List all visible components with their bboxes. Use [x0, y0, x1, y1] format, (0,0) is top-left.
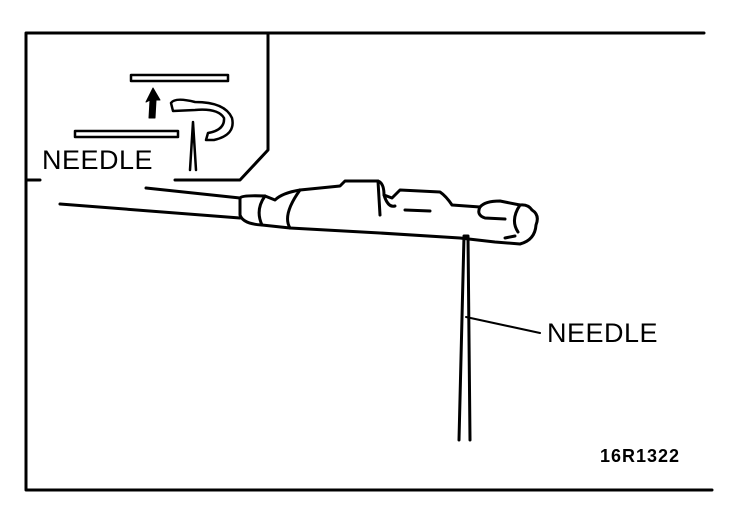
needle-leader-line	[465, 316, 541, 334]
inset-border	[173, 31, 270, 182]
wire	[58, 202, 242, 220]
inset-needle-label: NEEDLE	[42, 145, 154, 175]
inset-needle	[188, 120, 198, 172]
wire-upper	[144, 186, 242, 200]
terminal-insulation-crimp	[257, 188, 302, 230]
inset-lower-terminal	[73, 129, 180, 139]
terminal-wire-crimp	[376, 179, 432, 217]
terminal-contact	[477, 203, 522, 240]
inset-upper-terminal	[129, 73, 230, 83]
figure-code: 16R1322	[600, 446, 681, 466]
terminal-body	[238, 179, 539, 246]
frame-border	[24, 31, 714, 492]
inset-arrow-icon	[145, 87, 161, 119]
main-needle	[457, 234, 472, 442]
main-needle-label: NEEDLE	[547, 318, 659, 348]
inset-lock-tab	[169, 98, 234, 142]
